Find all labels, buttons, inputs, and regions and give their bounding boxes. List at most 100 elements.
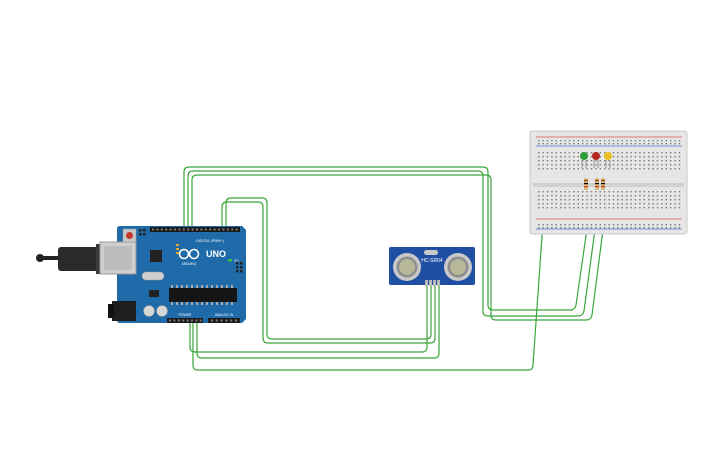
breadboard-hole[interactable] — [634, 203, 637, 205]
breadboard-hole[interactable] — [560, 152, 562, 154]
breadboard-hole[interactable] — [538, 191, 540, 193]
breadboard-hole[interactable] — [648, 227, 650, 229]
breadboard-hole[interactable] — [639, 168, 641, 170]
breadboard-hole[interactable] — [560, 191, 562, 193]
breadboard-hole[interactable] — [639, 164, 641, 166]
breadboard-hole[interactable] — [568, 164, 571, 166]
breadboard-hole[interactable] — [639, 140, 641, 142]
breadboard-hole[interactable] — [542, 143, 544, 145]
breadboard-hole[interactable] — [573, 152, 575, 154]
breadboard-hole[interactable] — [582, 195, 584, 197]
breadboard-hole[interactable] — [608, 140, 610, 142]
breadboard-hole[interactable] — [652, 195, 654, 197]
resistor-3[interactable] — [601, 178, 605, 190]
breadboard-hole[interactable] — [643, 195, 645, 197]
breadboard-hole[interactable] — [626, 164, 628, 166]
breadboard-hole[interactable] — [617, 199, 619, 201]
digital-pin[interactable] — [196, 228, 198, 231]
breadboard-hole[interactable] — [564, 164, 566, 166]
breadboard-hole[interactable] — [621, 140, 623, 142]
breadboard-hole[interactable] — [560, 164, 562, 166]
resistor-2[interactable] — [595, 178, 599, 190]
breadboard-hole[interactable] — [674, 227, 676, 229]
breadboard-hole[interactable] — [577, 207, 579, 209]
breadboard-hole[interactable] — [568, 191, 571, 193]
breadboard-hole[interactable] — [648, 203, 650, 205]
breadboard-hole[interactable] — [661, 224, 663, 226]
breadboard-hole[interactable] — [648, 156, 650, 158]
breadboard-hole[interactable] — [555, 140, 557, 142]
breadboard-hole[interactable] — [542, 160, 544, 162]
breadboard-hole[interactable] — [573, 164, 575, 166]
breadboard-hole[interactable] — [652, 224, 654, 226]
breadboard-hole[interactable] — [674, 143, 676, 145]
breadboard-hole[interactable] — [674, 191, 676, 193]
digital-pin[interactable] — [169, 228, 172, 231]
breadboard-hole[interactable] — [560, 143, 562, 145]
breadboard-hole[interactable] — [538, 143, 540, 145]
breadboard-hole[interactable] — [674, 195, 676, 197]
breadboard-hole[interactable] — [599, 160, 601, 162]
breadboard-hole[interactable] — [670, 207, 672, 209]
breadboard-hole[interactable] — [590, 195, 593, 197]
breadboard-hole[interactable] — [599, 164, 601, 166]
breadboard-hole[interactable] — [630, 156, 632, 158]
breadboard-hole[interactable] — [586, 195, 588, 197]
breadboard-hole[interactable] — [621, 160, 623, 162]
breadboard-hole[interactable] — [582, 224, 584, 226]
digital-pin[interactable] — [235, 228, 238, 231]
breadboard-hole[interactable] — [612, 207, 615, 209]
breadboard-hole[interactable] — [551, 207, 553, 209]
breadboard-hole[interactable] — [542, 224, 544, 226]
breadboard-hole[interactable] — [560, 224, 562, 226]
breadboard-hole[interactable] — [661, 227, 663, 229]
breadboard-hole[interactable] — [582, 203, 584, 205]
breadboard-hole[interactable] — [630, 199, 632, 201]
breadboard-hole[interactable] — [643, 227, 645, 229]
breadboard-hole[interactable] — [595, 160, 597, 162]
breadboard-hole[interactable] — [678, 156, 681, 158]
breadboard-hole[interactable] — [652, 164, 654, 166]
analog-pin[interactable] — [211, 319, 213, 322]
breadboard-hole[interactable] — [608, 227, 610, 229]
breadboard-hole[interactable] — [599, 191, 601, 193]
breadboard-hole[interactable] — [604, 152, 606, 154]
breadboard-hole[interactable] — [674, 199, 676, 201]
wire-d12-to-breadboard[interactable] — [187, 170, 597, 317]
breadboard-hole[interactable] — [678, 224, 681, 226]
breadboard-hole[interactable] — [546, 160, 549, 162]
breadboard-hole[interactable] — [582, 168, 584, 170]
power-pin[interactable] — [186, 319, 189, 322]
breadboard-hole[interactable] — [630, 203, 632, 205]
breadboard-hole[interactable] — [643, 152, 645, 154]
breadboard-hole[interactable] — [551, 199, 553, 201]
breadboard-hole[interactable] — [582, 140, 584, 142]
wire-d11-to-breadboard[interactable] — [191, 174, 605, 321]
breadboard-hole[interactable] — [568, 207, 571, 209]
breadboard-hole[interactable] — [621, 152, 623, 154]
breadboard-hole[interactable] — [648, 224, 650, 226]
breadboard-hole[interactable] — [626, 195, 628, 197]
breadboard-hole[interactable] — [595, 143, 597, 145]
breadboard-hole[interactable] — [612, 143, 615, 145]
breadboard-hole[interactable] — [652, 168, 654, 170]
breadboard-hole[interactable] — [586, 191, 588, 193]
breadboard-hole[interactable] — [656, 195, 659, 197]
breadboard-hole[interactable] — [634, 156, 637, 158]
breadboard-hole[interactable] — [643, 203, 645, 205]
digital-pin[interactable] — [182, 228, 185, 231]
breadboard-hole[interactable] — [621, 207, 623, 209]
breadboard-hole[interactable] — [599, 195, 601, 197]
breadboard-hole[interactable] — [656, 160, 659, 162]
breadboard-hole[interactable] — [643, 191, 645, 193]
breadboard-hole[interactable] — [546, 227, 549, 229]
breadboard-hole[interactable] — [670, 160, 672, 162]
breadboard-hole[interactable] — [586, 207, 588, 209]
breadboard-hole[interactable] — [577, 143, 579, 145]
breadboard-hole[interactable] — [661, 168, 663, 170]
breadboard-hole[interactable] — [665, 207, 667, 209]
breadboard-hole[interactable] — [652, 203, 654, 205]
breadboard-hole[interactable] — [590, 164, 593, 166]
wire-gnd-to-sensor[interactable] — [196, 286, 440, 359]
breadboard-hole[interactable] — [661, 199, 663, 201]
